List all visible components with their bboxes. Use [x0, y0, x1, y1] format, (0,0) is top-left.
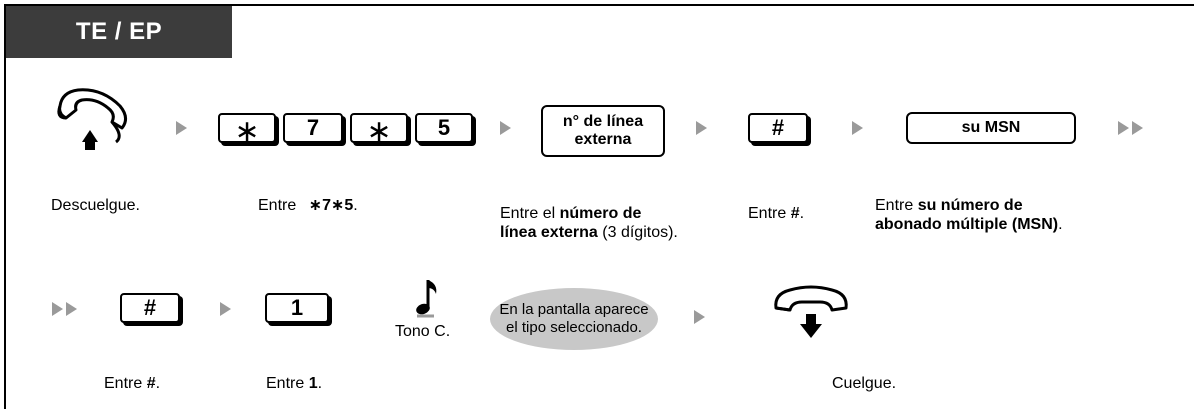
key-star-2: ∗: [350, 113, 408, 148]
caption-enter-code: Entre ∗7∗5.: [258, 197, 358, 214]
double-arrow-1a: [1118, 121, 1129, 135]
double-arrow-2b: [66, 302, 77, 316]
key-star-1: ∗: [218, 113, 276, 148]
display-bubble: En la pantalla aparece el tipo seleccion…: [490, 288, 658, 350]
caption-enter-1: Entre 1.: [266, 375, 323, 392]
arrow-6: [694, 310, 705, 324]
caption-off-hook: Descuelgue.: [51, 197, 140, 214]
on-hook-icon: [774, 285, 848, 338]
key-7: 7: [283, 113, 343, 143]
msn-box: su MSN: [906, 112, 1076, 144]
caption-outside-line: Entre el número de línea externa (3 dígi…: [500, 205, 678, 241]
arrow-4: [852, 121, 863, 135]
off-hook-icon: [57, 88, 127, 150]
header-title: TE / EP: [75, 18, 163, 45]
key-hash-1: #: [748, 113, 808, 143]
diagram-frame: [4, 4, 1194, 409]
key-5: 5: [415, 113, 473, 143]
key-1: 1: [265, 293, 329, 323]
caption-on-hook: Cuelgue.: [832, 375, 897, 392]
caption-msn: Entre su número de abonado múltiple (MSN…: [875, 197, 1063, 233]
double-arrow-2a: [52, 302, 63, 316]
double-arrow-1b: [1132, 121, 1143, 135]
caption-enter-hash-1: Entre #.: [748, 205, 805, 222]
arrow-1: [176, 121, 187, 135]
header-tab: TE / EP: [6, 6, 232, 58]
arrow-5: [220, 302, 231, 316]
arrow-3: [696, 121, 707, 135]
arrow-2: [500, 121, 511, 135]
caption-enter-hash-2: Entre #.: [104, 375, 161, 392]
caption-tone-c: Tono C.: [395, 323, 451, 340]
key-hash-2: #: [120, 293, 180, 323]
outside-line-number-box: n° de línea externa: [541, 105, 665, 157]
music-note-icon: [416, 280, 437, 318]
